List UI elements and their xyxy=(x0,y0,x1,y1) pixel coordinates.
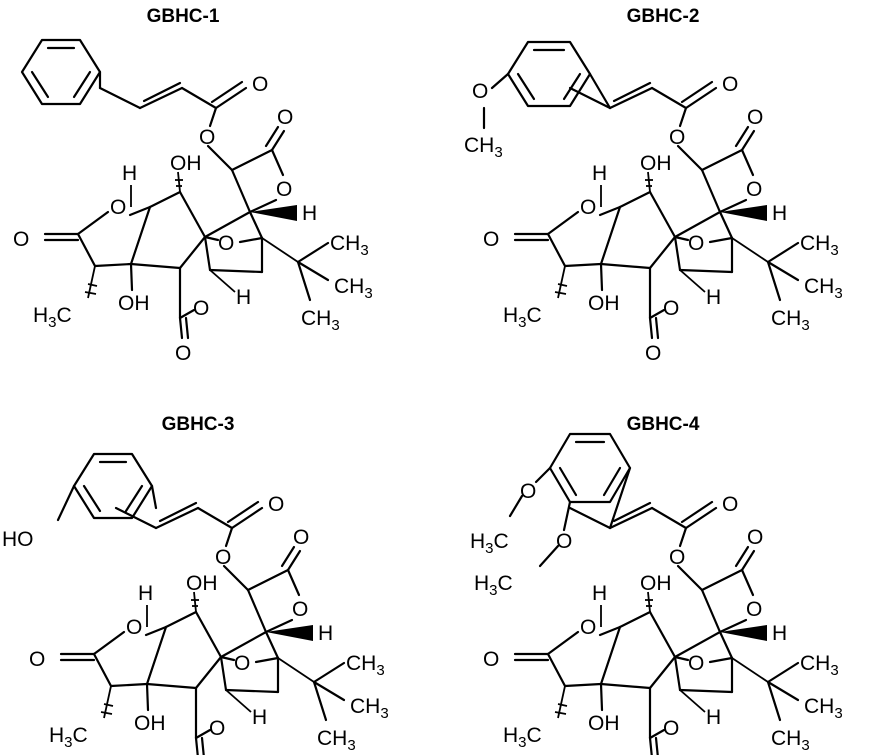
svg-text:O: O xyxy=(520,480,536,503)
panel-title-gbhc-4: GBHC-4 xyxy=(627,414,700,435)
panel-title-gbhc-3: GBHC-3 xyxy=(162,414,235,435)
panel-title-gbhc-1: GBHC-1 xyxy=(147,6,220,27)
molecule-gbhc-2: O CH3 xyxy=(464,40,844,367)
svg-text:HO: HO xyxy=(2,528,34,551)
svg-text:H3C: H3C xyxy=(474,572,513,599)
molecule-gbhc-3: HO xyxy=(2,452,390,755)
hydroxyphenyl-ring: HO xyxy=(2,452,158,551)
molecule-gbhc-1 xyxy=(11,38,374,367)
panel-title-gbhc-2: GBHC-2 xyxy=(627,6,700,27)
phenyl-ring xyxy=(20,38,102,106)
svg-text:O: O xyxy=(472,80,488,103)
dimethoxyphenyl-ring: O O H3C H3C xyxy=(470,432,632,599)
methoxyphenyl-ring: O CH3 xyxy=(464,40,612,161)
svg-text:H3C: H3C xyxy=(470,530,509,557)
svg-text:CH3: CH3 xyxy=(464,134,503,161)
svg-text:O: O xyxy=(556,530,572,553)
molecule-gbhc-4: O O H3C H3C xyxy=(470,432,844,755)
